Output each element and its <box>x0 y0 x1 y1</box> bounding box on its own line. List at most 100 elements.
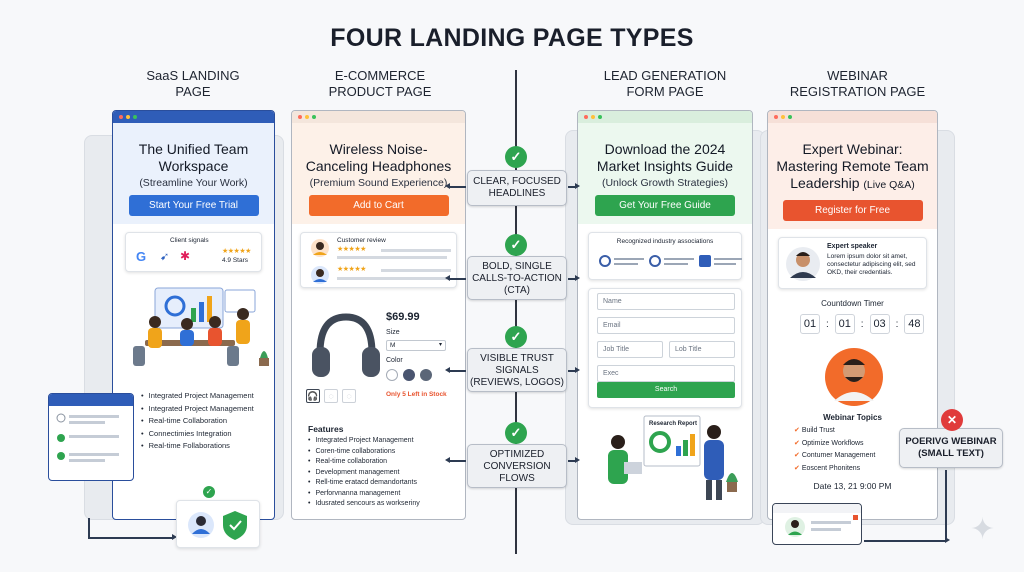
timer-digit: 48 <box>904 314 925 334</box>
color-swatch-white[interactable] <box>386 369 398 381</box>
color-label: Color <box>386 357 403 364</box>
webinar-topics-list: ✔ Build Trust ✔ Optimize Workflows ✔ Con… <box>794 425 934 475</box>
webinar-hero: Expert Webinar: Mastering Remote Team Le… <box>768 123 937 229</box>
speaker-avatar-icon <box>786 247 820 281</box>
callout-line: (CTA) <box>504 285 530 296</box>
associations-box: Recognized industry associations <box>588 232 742 280</box>
ecommerce-subheadline: (Premium Sound Experience) <box>309 177 448 189</box>
feature-item: Real-time Collaboration <box>141 415 274 428</box>
lob-title-field[interactable]: Lob Title <box>669 341 735 358</box>
thumbnail-headphones-icon[interactable]: ◌ <box>324 389 338 403</box>
webinar-date: Date 13, 21 9:00 PM <box>813 481 892 491</box>
browser-bar <box>773 504 861 513</box>
column-title-line: SaaS LANDING <box>146 68 240 83</box>
column-title-line: E-COMMERCE <box>334 68 426 83</box>
small-text-warning: POERIVG WEBINAR (SMALL TEXT) <box>899 428 1003 468</box>
ecommerce-headline: Wireless Noise- <box>329 141 428 157</box>
callout-line: SIGNALS <box>495 365 539 376</box>
associations-label: Recognized industry associations <box>616 238 714 245</box>
size-select[interactable]: M▾ <box>386 340 446 351</box>
column-title-leadgen: LEAD GENERATION FORM PAGE <box>585 68 745 100</box>
connector-arrow <box>445 367 466 373</box>
speaker-bio: Lorem ipsum dolor sit amet, consectetur … <box>827 253 916 276</box>
leadgen-headline: Download the 2024 <box>604 141 726 157</box>
check-icon: ✓ <box>505 326 527 348</box>
browser-bar <box>292 111 465 123</box>
arrow-logo-icon: ➹ <box>160 251 170 263</box>
text-line <box>714 258 742 260</box>
text-line <box>337 256 447 259</box>
lead-generation-panel: Download the 2024 Market Insights Guide … <box>577 110 753 520</box>
saas-hero: The Unified Team Workspace (Streamline Y… <box>113 123 274 224</box>
ecommerce-product-panel: Wireless Noise- Canceling Headphones (Pr… <box>291 110 466 520</box>
window-dot-icon <box>788 115 792 119</box>
feature-item: Integrated Project Management <box>308 436 463 447</box>
connector-arrow <box>445 457 466 463</box>
sparkle-icon: ✦ <box>970 513 996 546</box>
thumbnail-headphones-icon[interactable]: 🎧 <box>306 389 320 403</box>
browser-bar <box>768 111 937 123</box>
saas-landing-panel: The Unified Team Workspace (Streamline Y… <box>112 110 275 520</box>
name-field[interactable]: Name <box>597 293 735 310</box>
callout-line: VISIBLE TRUST <box>480 353 554 364</box>
connector-line <box>88 518 90 538</box>
connector-arrow <box>445 183 466 189</box>
feature-item: Integrated Project Management <box>141 403 274 416</box>
window-dot-icon <box>126 115 130 119</box>
warning-line: (SMALL TEXT) <box>918 448 984 459</box>
text-line <box>381 249 451 252</box>
host-avatar-icon <box>825 348 883 406</box>
size-value: M <box>390 342 396 349</box>
thumbnail-headphones-icon[interactable]: ◌ <box>342 389 356 403</box>
job-title-field[interactable]: Job Title <box>597 341 663 358</box>
customer-review-label: Customer review <box>337 237 386 244</box>
connector-line <box>945 470 947 541</box>
research-report-illustration: Research Report <box>608 415 738 500</box>
feature-item: Real-time Follaborations <box>141 440 274 453</box>
error-x-icon: ✕ <box>941 409 963 431</box>
check-icon: ✔ <box>794 452 802 459</box>
small-check-icon: ✓ <box>203 486 215 498</box>
speaker-title: Expert speaker <box>827 243 878 250</box>
check-icon: ✔ <box>794 439 802 447</box>
warning-line: POERIVG WEBINAR <box>905 436 997 447</box>
saas-headline: Workspace <box>158 158 229 174</box>
color-swatch-navy[interactable] <box>403 369 415 381</box>
email-field[interactable]: Email <box>597 317 735 334</box>
rating-text: 4.9 Stars <box>222 257 249 264</box>
start-trial-button[interactable]: Start Your Free Trial <box>128 195 259 216</box>
text-line <box>664 258 694 260</box>
ecommerce-hero: Wireless Noise- Canceling Headphones (Pr… <box>292 123 465 224</box>
feature-item: Rell-time eratacd demandortants <box>308 478 463 489</box>
callout-line: CONVERSION <box>483 461 551 472</box>
connector-arrow <box>568 367 580 373</box>
column-title-line: FORM PAGE <box>626 84 704 99</box>
timer-separator: : <box>826 318 829 330</box>
text-line <box>337 277 447 280</box>
color-swatch-gray[interactable] <box>420 369 432 381</box>
rating-stars: ★★★★★ <box>222 248 251 255</box>
association-logo-icon <box>699 255 711 267</box>
text-line <box>664 263 688 265</box>
webinar-headline-part: Leadership <box>790 175 860 191</box>
search-button[interactable]: Search <box>597 382 735 398</box>
check-icon: ✓ <box>505 234 527 256</box>
leadgen-headline: Market Insights Guide <box>596 158 734 174</box>
exec-field[interactable]: Exec <box>597 365 735 382</box>
timer-separator: : <box>860 318 864 330</box>
window-dot-icon <box>774 115 778 119</box>
register-free-button[interactable]: Register for Free <box>782 200 923 221</box>
slack-logo-icon: ✱ <box>180 249 191 263</box>
connector-arrow <box>864 537 950 543</box>
callout-line: BOLD, SINGLE <box>482 261 552 272</box>
webinar-headline-suffix: (Live Q&A) <box>863 179 915 191</box>
callout-line: OPTIMIZED <box>489 449 545 460</box>
client-signals-label: Client signals <box>170 237 209 244</box>
video-call-icon <box>785 515 858 537</box>
checklist-illustration <box>56 413 119 462</box>
callout-line: CLEAR, FOCUSED <box>473 176 561 187</box>
get-free-guide-button[interactable]: Get Your Free Guide <box>595 195 735 216</box>
user-security-card <box>176 500 260 548</box>
topic-item: ✔ Eoscent Phonitens <box>794 463 934 476</box>
add-to-cart-button[interactable]: Add to Cart <box>308 195 449 216</box>
